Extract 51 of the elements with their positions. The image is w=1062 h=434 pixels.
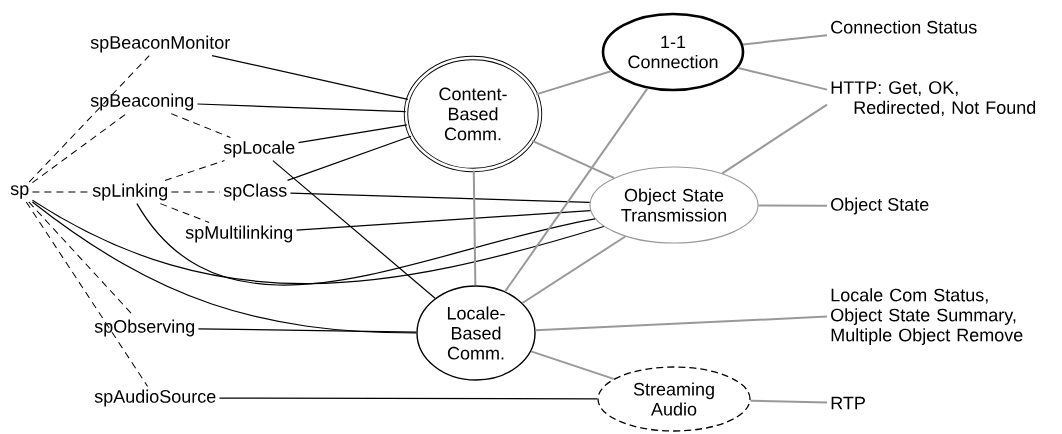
connector-line	[164, 160, 225, 181]
connector-line	[25, 201, 149, 387]
label-text: spAudioSource	[94, 389, 216, 407]
label-text: spBeaconMonitor	[90, 35, 230, 53]
connector-line	[289, 192, 591, 203]
connector-line	[170, 191, 221, 193]
label-text: spLinking	[92, 183, 168, 201]
connector-line	[534, 315, 828, 332]
ellipse-node: Streaming Audio	[597, 366, 751, 432]
connector-line	[218, 397, 598, 400]
label-text: Object State	[831, 197, 929, 215]
connector-line	[531, 139, 615, 179]
label-text: spMultilinking	[185, 225, 293, 243]
connector-line	[196, 103, 407, 113]
connector-line	[197, 328, 417, 333]
connector-line	[472, 169, 477, 287]
connector-line	[31, 199, 605, 285]
ellipse-node: Locale-Based Comm.	[416, 285, 536, 381]
connector-line	[721, 103, 828, 175]
connector-line	[31, 191, 90, 193]
connector-line	[504, 87, 649, 293]
connector-line	[286, 135, 412, 181]
connector-line	[530, 350, 615, 380]
connector-line	[741, 34, 828, 46]
connector-line	[31, 113, 127, 184]
connector-line	[211, 55, 409, 100]
connector-line	[272, 160, 436, 299]
ellipse-node: Content-Based Comm.	[403, 55, 543, 173]
ellipse-node: Object State Transmission	[589, 166, 759, 244]
connector-line	[749, 399, 828, 404]
connector-line	[297, 124, 408, 144]
label-text: spObserving	[94, 319, 195, 337]
connector-line	[159, 203, 210, 223]
label-text: sp	[10, 185, 29, 199]
ellipse-node: 1-1 Connection	[601, 12, 745, 92]
label-text: HTTP: Get, OK, Redirected, Not Found	[831, 81, 1036, 117]
connector-line	[136, 203, 596, 286]
label-text: Connection Status	[831, 20, 977, 34]
label-text: RTP	[831, 396, 865, 410]
connector-line	[737, 66, 828, 91]
label-text: spLocale	[223, 140, 295, 158]
connector-line	[521, 235, 627, 304]
connector-line	[535, 70, 612, 96]
connector-line	[170, 113, 231, 138]
connector-line	[295, 210, 591, 231]
label-text: Locale Com Status, Object State Summary, Multiple Object Remove	[831, 288, 1023, 345]
label-text: spBeaconing	[90, 93, 194, 111]
connector-line	[28, 55, 150, 183]
label-text: spClass	[223, 183, 287, 201]
connector-line	[31, 201, 417, 334]
connector-line	[757, 204, 828, 207]
